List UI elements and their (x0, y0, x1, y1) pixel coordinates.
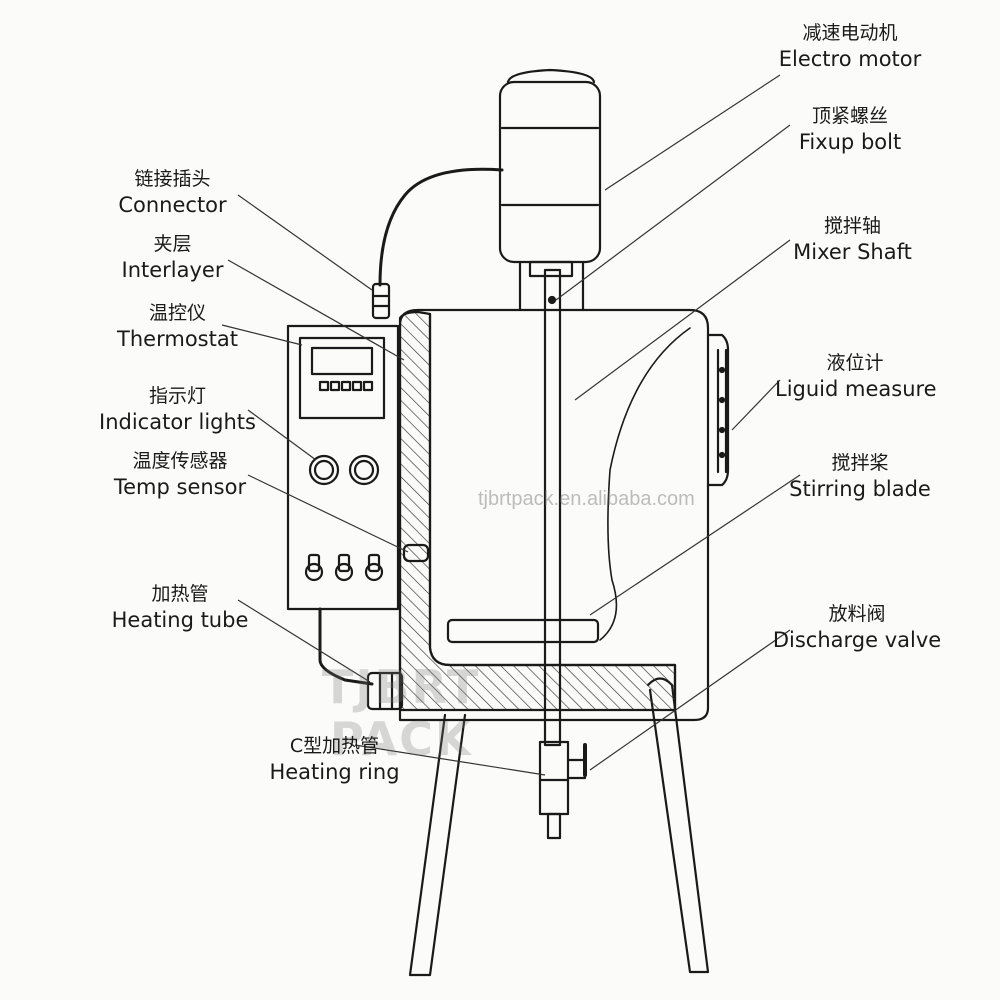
stirring-blade (446, 618, 600, 644)
power-cable (378, 167, 504, 287)
leader-indicator-lights (247, 409, 317, 461)
label-en: Heating ring (269, 759, 400, 784)
control-box (286, 324, 400, 611)
leader-connector (237, 194, 373, 291)
label-zh: C型加热管 (289, 735, 380, 757)
label-zh: 顶紧螺丝 (811, 105, 888, 127)
label-zh: 温度传感器 (132, 450, 228, 472)
label-en: Connector (118, 192, 227, 217)
label-en: Liguid measure (775, 376, 937, 401)
label-en: Heating tube (111, 607, 249, 632)
watermark-brand-line2: PACK (330, 712, 473, 766)
label-indicator-lights: 指示灯 Indicator lights (95, 385, 260, 435)
leader-fixup-bolt (555, 124, 791, 301)
label-en: Discharge valve (772, 627, 942, 652)
indicator-lights (308, 454, 380, 486)
label-heating-tube: 加热管 Heating tube (105, 583, 255, 633)
label-zh: 液位计 (826, 352, 884, 374)
label-zh: 指示灯 (148, 385, 206, 407)
bottom-outlet (538, 740, 570, 840)
leader-stirring-blade (589, 474, 801, 616)
label-en: Interlayer (121, 257, 224, 282)
label-liquid-measure: 液位计 Liguid measure (775, 352, 937, 402)
label-zh: 放料阀 (828, 603, 886, 625)
tank-body (398, 308, 710, 722)
label-en: Temp sensor (113, 474, 247, 499)
leader-temp-sensor (247, 474, 409, 553)
label-en: Stirring blade (789, 476, 931, 501)
label-heating-ring: C型加热管 Heating ring (262, 735, 407, 785)
heating-cable (318, 607, 374, 686)
leader-liquid-measure (731, 379, 781, 431)
label-zh: 减速电动机 (802, 22, 898, 44)
label-zh: 温控仪 (148, 302, 206, 324)
label-fixup-bolt: 顶紧螺丝 Fixup bolt (780, 105, 920, 155)
label-zh: 加热管 (151, 583, 209, 605)
label-connector: 链接插头 Connector (110, 168, 235, 218)
electro-motor (498, 68, 602, 312)
label-en: Electro motor (778, 46, 922, 71)
label-en: Thermostat (117, 326, 238, 351)
leader-heating-ring (354, 744, 546, 776)
label-interlayer: 夹层 Interlayer (115, 233, 230, 283)
watermark-brand-line1: TJBRT (322, 660, 481, 714)
label-electro-motor: 减速电动机 Electro motor (775, 22, 925, 72)
label-mixer-shaft: 搅拌轴 Mixer Shaft (785, 215, 920, 265)
heating-tube (366, 671, 404, 711)
leader-electro-motor (604, 74, 781, 191)
label-stirring-blade: 搅拌桨 Stirring blade (780, 452, 940, 502)
leader-interlayer (227, 259, 405, 361)
label-en: Indicator lights (99, 409, 256, 434)
leader-discharge-valve (589, 629, 791, 771)
liquid-measure-gauge (706, 333, 730, 487)
switches (304, 553, 384, 582)
interlayer-jacket (398, 310, 677, 712)
label-temp-sensor: 温度传感器 Temp sensor (105, 450, 255, 500)
discharge-valve (566, 743, 587, 780)
watermark-site: tjbrtpack.en.alibaba.com (478, 488, 695, 510)
label-zh: 搅拌桨 (831, 452, 889, 474)
thermostat-display (310, 346, 374, 376)
thermostat-buttons (318, 380, 374, 392)
label-thermostat: 温控仪 Thermostat (110, 302, 245, 352)
liquid-level (599, 327, 691, 641)
label-discharge-valve: 放料阀 Discharge valve (772, 603, 942, 653)
mixer-shaft (543, 268, 562, 747)
inner-vessel (428, 312, 677, 667)
temp-sensor (402, 543, 430, 563)
leader-mixer-shaft (574, 239, 791, 401)
connector (371, 282, 391, 320)
thermostat-panel (298, 336, 386, 420)
label-zh: 链接插头 (134, 168, 211, 190)
label-en: Mixer Shaft (793, 239, 912, 264)
label-zh: 搅拌轴 (823, 215, 881, 237)
leader-thermostat (221, 324, 303, 346)
label-en: Fixup bolt (798, 129, 902, 154)
leader-heating-tube (237, 599, 371, 683)
label-zh: 夹层 (153, 233, 192, 255)
